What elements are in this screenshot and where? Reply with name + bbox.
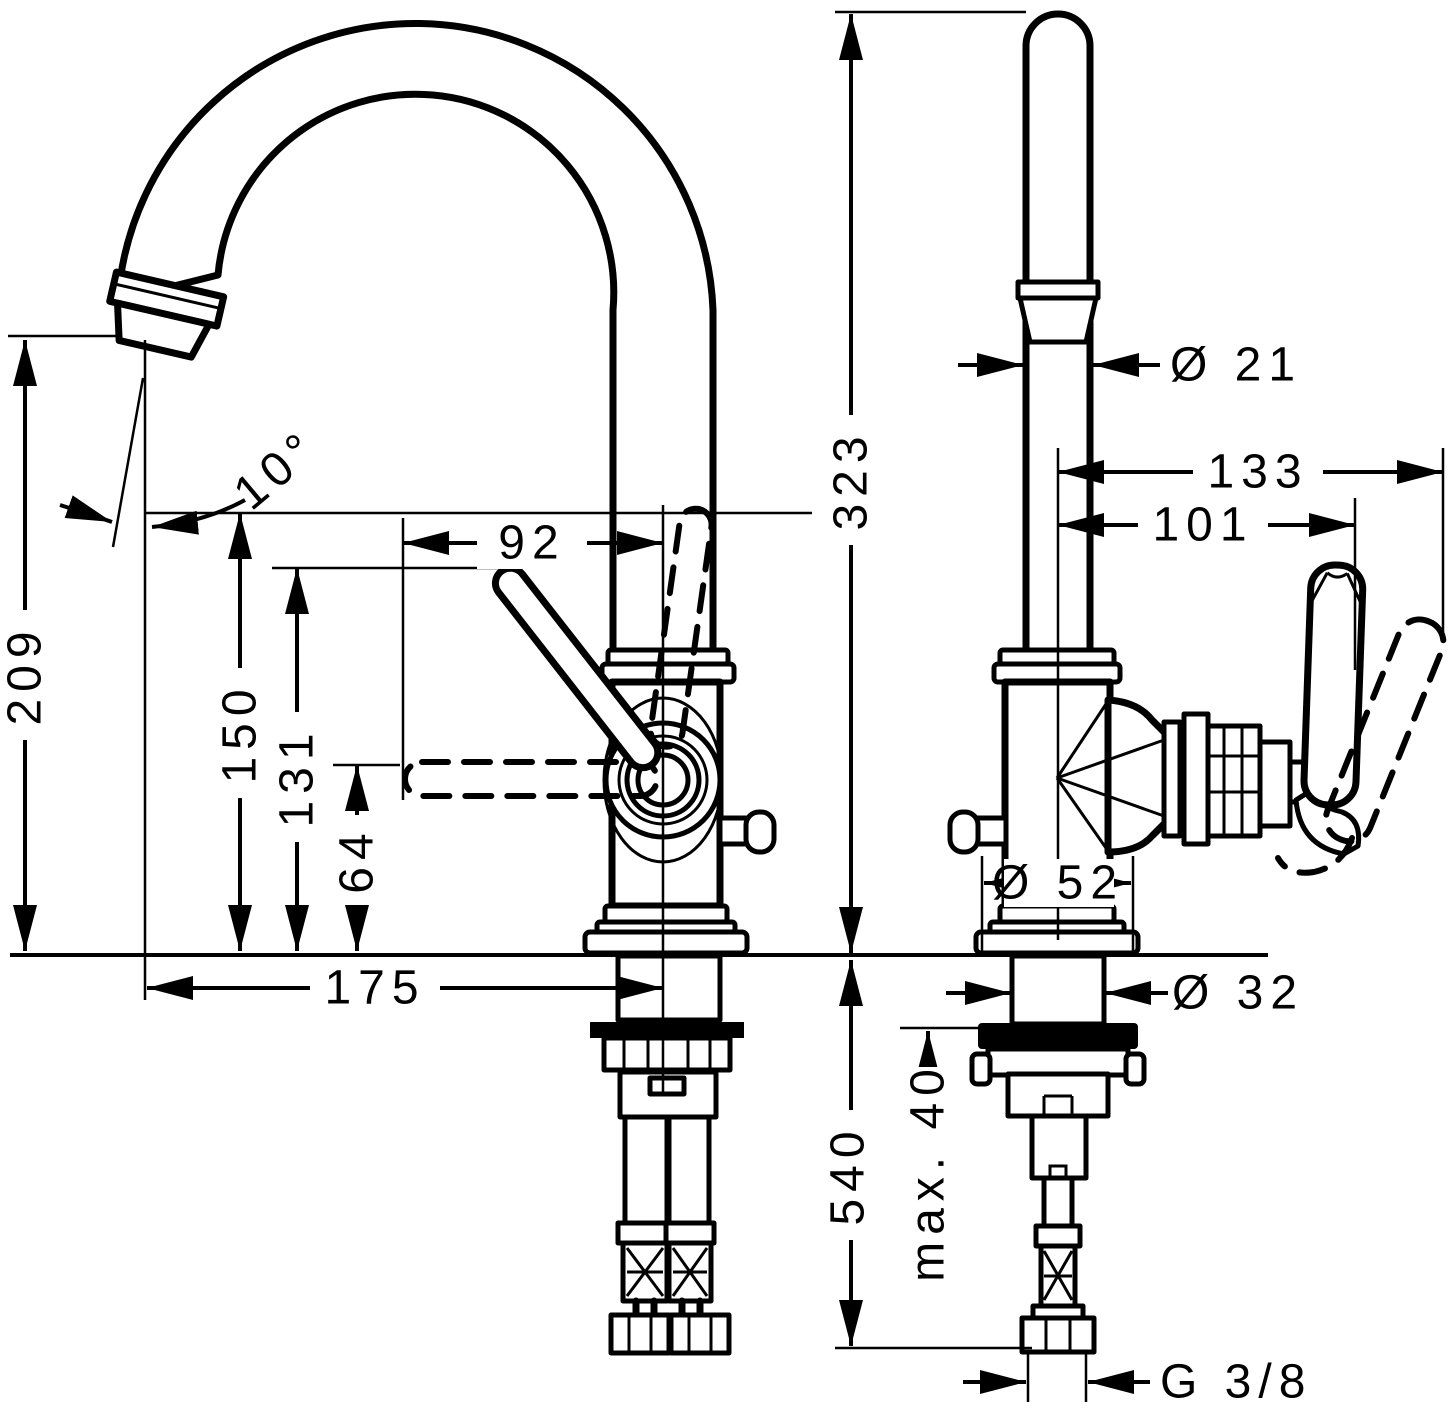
dim-angle-10: 10°: [59, 420, 330, 535]
dim-dia21: Ø 21: [958, 339, 1302, 392]
front-base: [582, 903, 750, 956]
front-lever: [491, 564, 662, 772]
dim-g38-label: G 3/8: [1160, 1356, 1312, 1409]
dim-dia52: Ø 52: [984, 857, 1131, 910]
dim-131: 131: [271, 568, 324, 951]
dim-101: 101: [1058, 499, 1355, 552]
front-mounting-hardware: [590, 953, 744, 1356]
dim-540: 540: [822, 960, 875, 1346]
dim-133: 133: [1058, 446, 1443, 499]
dim-131-label: 131: [271, 726, 324, 827]
dim-540-label: 540: [822, 1124, 875, 1225]
side-body-horn: [1104, 696, 1170, 856]
side-lever-dashed: [1322, 616, 1447, 845]
dim-g38: G 3/8: [963, 1356, 1312, 1409]
dim-175: 175: [147, 962, 663, 1015]
dim-92: 92: [403, 517, 663, 570]
dim-dia21-label: Ø 21: [1170, 339, 1302, 392]
reference-lines: [8, 10, 1445, 1402]
front-view: [106, 20, 777, 1356]
side-view: [947, 10, 1447, 1355]
side-lever-dashed-hook: [1275, 835, 1355, 876]
dim-max40-label: max. 40: [902, 1062, 955, 1282]
dim-323-label: 323: [825, 429, 878, 530]
spout-outlet: [106, 268, 228, 361]
dim-209-label: 209: [0, 624, 52, 725]
dim-175-label: 175: [324, 962, 425, 1015]
dim-150-label: 150: [214, 682, 267, 783]
front-side-peg: [717, 809, 777, 855]
spout-arc: [114, 20, 717, 656]
lever-open-dashed: [402, 759, 660, 799]
dim-max40: max. 40: [902, 1031, 955, 1282]
lever-up-dashed: [647, 505, 715, 750]
dim-64-label: 64: [331, 826, 384, 893]
side-body-prism-lines: [1055, 703, 1165, 849]
dim-101-label: 101: [1152, 499, 1253, 552]
dim-92-label: 92: [498, 517, 565, 570]
dim-64: 64: [331, 765, 384, 951]
dim-dia52-label: Ø 52: [992, 857, 1124, 910]
side-peg: [947, 809, 1009, 855]
dim-209: 209: [0, 340, 52, 951]
dim-150: 150: [214, 513, 267, 951]
dim-133-label: 133: [1207, 446, 1308, 499]
dim-10deg-label: 10°: [224, 420, 330, 521]
side-mounting-hardware: [969, 953, 1147, 1355]
side-cartridge: [1161, 711, 1319, 847]
dim-dia32: Ø 32: [946, 967, 1304, 1020]
dim-323: 323: [825, 14, 878, 953]
dim-dia32-label: Ø 32: [1172, 967, 1304, 1020]
